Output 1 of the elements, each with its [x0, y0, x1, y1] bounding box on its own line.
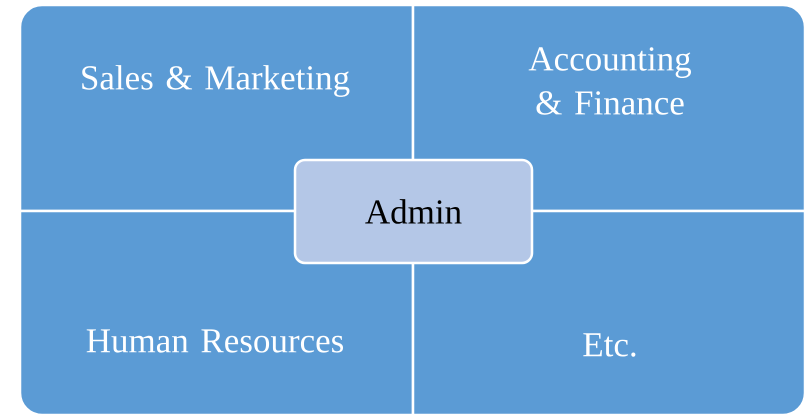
- center-box: Admin: [294, 158, 534, 264]
